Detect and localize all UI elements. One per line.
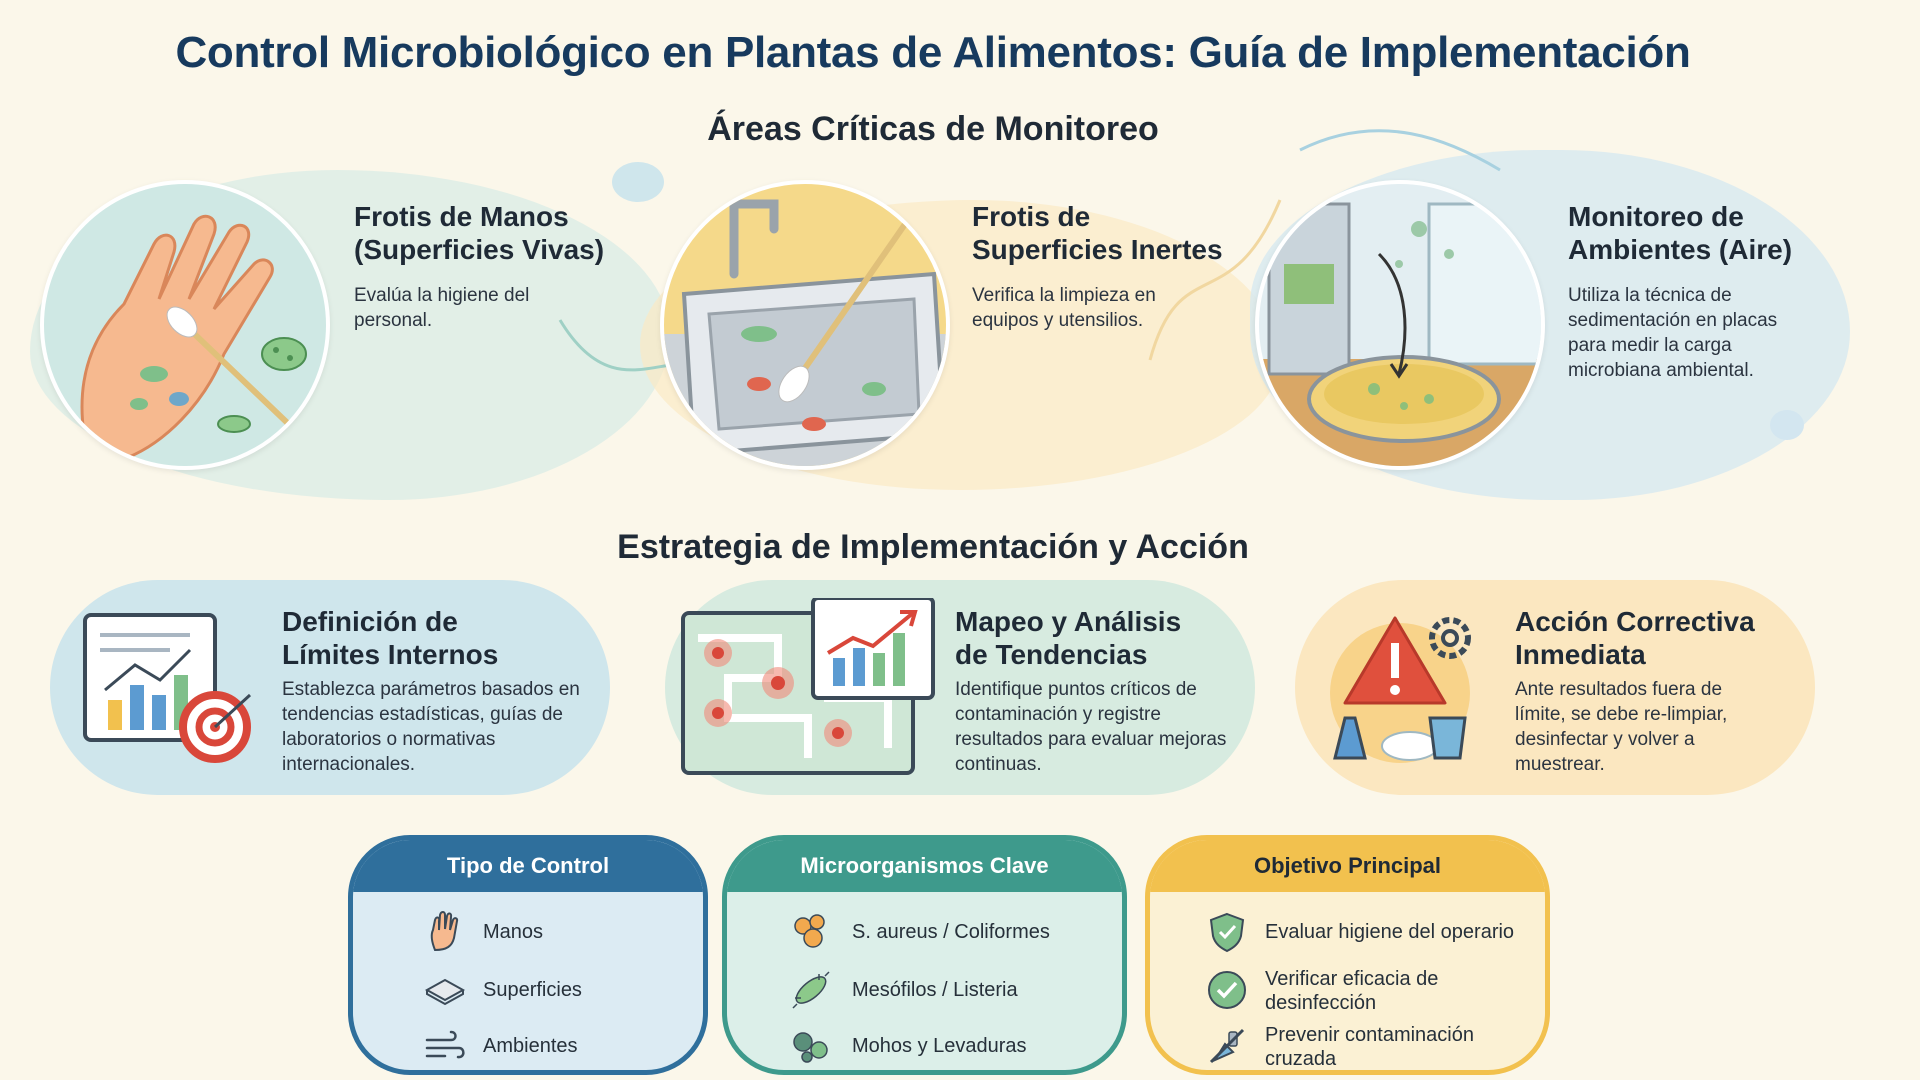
warning-gear-icon bbox=[1330, 616, 1471, 763]
row-text: Mesófilos / Listeria bbox=[852, 979, 1018, 1001]
petri-dish-icon bbox=[1259, 202, 1541, 466]
section-title-monitoring: Áreas Críticas de Monitoreo bbox=[707, 110, 1159, 148]
shield-check-icon bbox=[1209, 912, 1245, 953]
area-title-line1: Monitoreo de bbox=[1568, 201, 1744, 232]
no-contamination-icon bbox=[1209, 1028, 1245, 1064]
table-row: Verificar eficacia de desinfección bbox=[1150, 964, 1545, 1016]
area-title-air: Monitoreo de Ambientes (Aire) bbox=[1568, 200, 1792, 266]
row-text: Mohos y Levaduras bbox=[852, 1035, 1027, 1057]
bacillus-icon bbox=[792, 971, 830, 1009]
table-row: Superficies bbox=[353, 964, 703, 1016]
strategy-title-limits: Definición de Límites Internos bbox=[282, 605, 498, 671]
section-title-strategy: Estrategia de Implementación y Acción bbox=[617, 528, 1249, 566]
area-title-line1: Frotis de bbox=[972, 201, 1091, 232]
row-text: Verificar eficacia de desinfección bbox=[1265, 968, 1439, 1014]
row-text: S. aureus / Coliformes bbox=[852, 921, 1050, 943]
column-header: Tipo de Control bbox=[353, 840, 703, 892]
area-desc-hands: Evalúa la higiene del personal. bbox=[354, 285, 530, 331]
surface-icon bbox=[424, 978, 466, 1006]
area-title-line2: Superficies Inertes bbox=[972, 234, 1223, 265]
hand-swab-icon bbox=[80, 214, 307, 461]
strategy-title-line1: Mapeo y Análisis bbox=[955, 606, 1182, 637]
check-circle-icon bbox=[1208, 971, 1246, 1009]
area-title-surfaces: Frotis de Superficies Inertes bbox=[972, 200, 1223, 266]
sink-swab-icon bbox=[664, 192, 946, 466]
strategy-title-corrective: Acción Correctiva Inmediata bbox=[1515, 605, 1755, 671]
summary-column-objective: Objetivo Principal Evaluar higiene del o… bbox=[1145, 835, 1550, 1075]
column-header: Microorganismos Clave bbox=[727, 840, 1122, 892]
table-row: Mesófilos / Listeria bbox=[727, 964, 1122, 1016]
table-row: Mohos y Levaduras bbox=[727, 1020, 1122, 1070]
strategy-title-line2: de Tendencias bbox=[955, 639, 1148, 670]
summary-column-microorganisms: Microorganismos Clave S. aureus / Colifo… bbox=[722, 835, 1127, 1075]
table-row: Evaluar higiene del operario bbox=[1150, 906, 1545, 958]
strategy-desc-mapping: Identifique puntos críticos de contamina… bbox=[955, 679, 1227, 775]
hand-icon bbox=[430, 911, 459, 952]
table-row: Ambientes bbox=[353, 1020, 703, 1070]
area-title-line2: Ambientes (Aire) bbox=[1568, 234, 1793, 265]
hand-swab-illustration bbox=[40, 180, 330, 470]
strategy-title-line1: Definición de bbox=[282, 606, 458, 637]
column-header: Objetivo Principal bbox=[1150, 840, 1545, 892]
area-title-line2: (Superficies Vivas) bbox=[354, 234, 605, 265]
row-text: Superficies bbox=[483, 979, 582, 1001]
area-desc-surfaces: Verifica la limpieza en equipos y utensi… bbox=[972, 285, 1156, 331]
page-title: Control Microbiológico en Plantas de Ali… bbox=[175, 28, 1691, 77]
strategy-title-mapping: Mapeo y Análisis de Tendencias bbox=[955, 605, 1181, 671]
row-text: Manos bbox=[483, 921, 544, 943]
bg-dot-2 bbox=[1770, 410, 1804, 440]
row-text: Prevenir contaminación cruzada bbox=[1265, 1024, 1474, 1070]
map-trend-icon bbox=[681, 598, 935, 775]
mold-icon bbox=[793, 1032, 828, 1063]
table-row: Manos bbox=[353, 906, 703, 958]
strategy-desc-corrective: Ante resultados fuera de límite, se debe… bbox=[1515, 679, 1728, 775]
table-row: Prevenir contaminación cruzada bbox=[1150, 1020, 1545, 1070]
table-row: S. aureus / Coliformes bbox=[727, 906, 1122, 958]
wind-icon bbox=[425, 1030, 465, 1059]
row-text: Evaluar higiene del operario bbox=[1265, 921, 1515, 943]
area-title-line1: Frotis de Manos bbox=[354, 201, 569, 232]
chart-target-icon bbox=[83, 613, 252, 763]
sink-swab-illustration bbox=[660, 180, 950, 470]
area-desc-air: Utiliza la técnica de sedimentación en p… bbox=[1568, 285, 1778, 381]
summary-column-control-type: Tipo de Control Manos Superficies Ambien… bbox=[348, 835, 708, 1075]
area-title-hands: Frotis de Manos (Superficies Vivas) bbox=[354, 200, 604, 266]
cocci-icon bbox=[794, 914, 825, 948]
row-text: Ambientes bbox=[483, 1035, 578, 1057]
strategy-title-line2: Límites Internos bbox=[282, 639, 499, 670]
petri-dish-illustration bbox=[1255, 180, 1545, 470]
strategy-title-line1: Acción Correctiva bbox=[1515, 606, 1755, 637]
strategy-title-line2: Inmediata bbox=[1515, 639, 1646, 670]
bg-dot-1 bbox=[612, 162, 664, 202]
strategy-desc-limits: Establezca parámetros basados en tendenc… bbox=[282, 679, 580, 775]
